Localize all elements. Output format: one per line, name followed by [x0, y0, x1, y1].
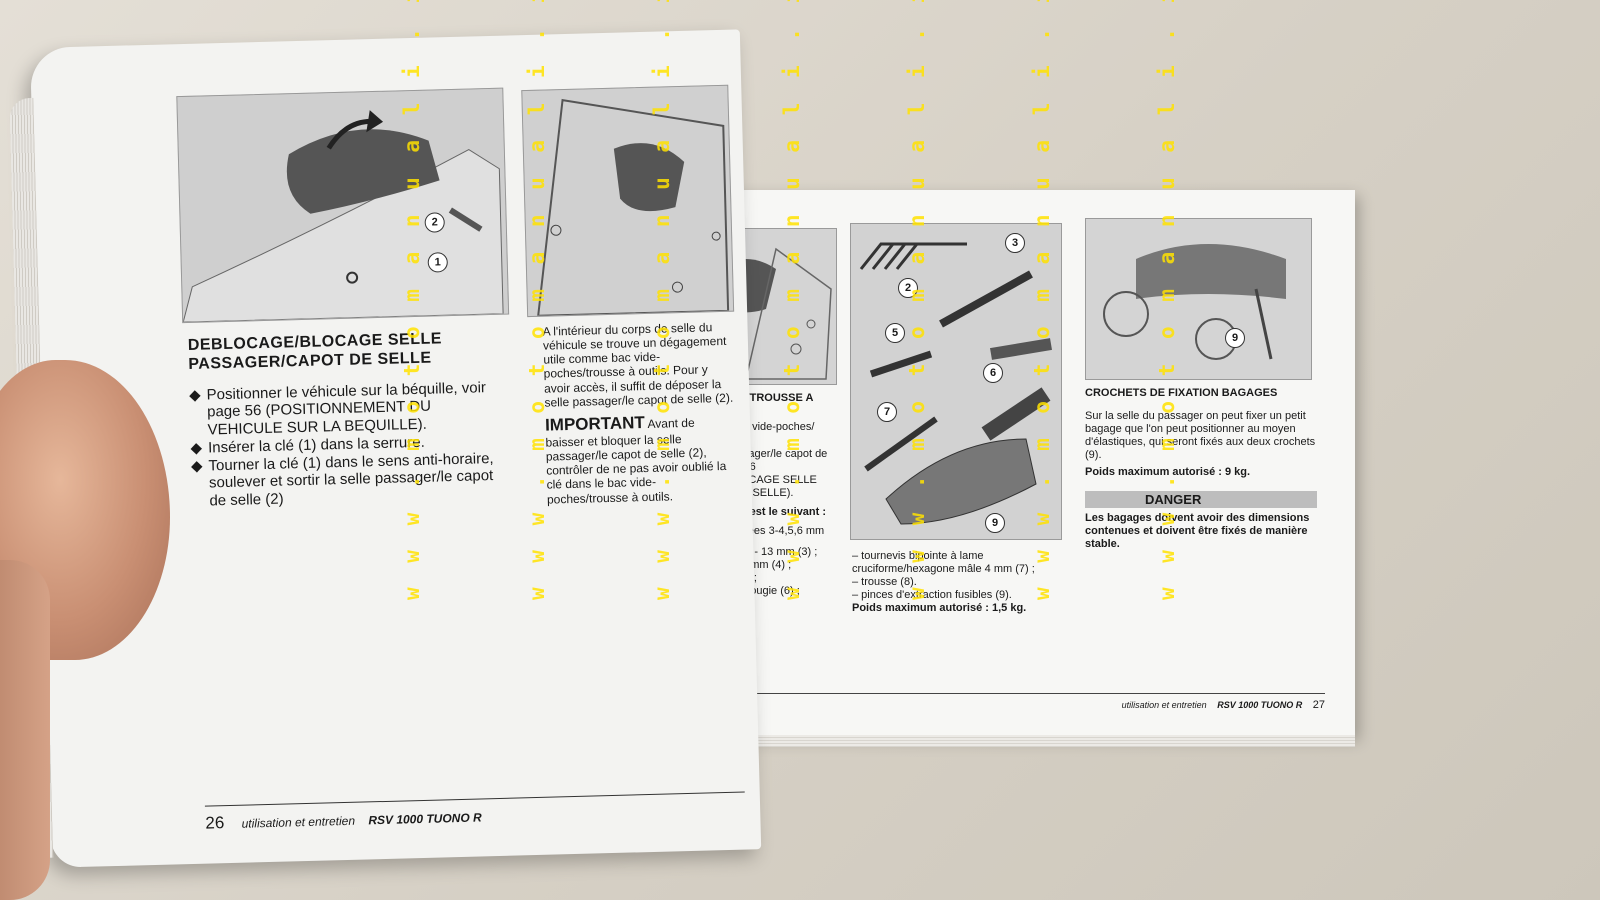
page-number-27: 27: [1312, 699, 1325, 711]
figure-luggage-hooks: [1085, 218, 1312, 380]
tool-callout-2: 2: [898, 278, 918, 298]
tool-list-item: – tournevis bipointe à lame cruciforme/h…: [852, 550, 1035, 575]
figure-toolkit: [850, 223, 1062, 540]
danger-title: DANGER: [1145, 491, 1202, 507]
seat-procedure: DEBLOCAGE/BLOCAGE SELLE PASSAGER/CAPOT D…: [188, 329, 512, 511]
watermark-text: w w w . m o t o m a n u a l i . i t: [1030, 0, 1054, 600]
important-note: IMPORTANT Avant de baisser et bloquer la…: [545, 411, 737, 507]
right-page-footer: utilisation et entretien RSV 1000 TUONO …: [730, 693, 1325, 711]
bullet-diamond-icon: ◆: [188, 386, 201, 404]
watermark-text: w w w . m o t o m a n u a l i . i t: [525, 0, 549, 600]
col2-text-block: – tournevis bipointe à lame cruciforme/h…: [852, 550, 1072, 615]
watermark-text: w w w . m o t o m a n u a l i . i t: [400, 0, 424, 600]
bullet-diamond-icon: ◆: [190, 457, 203, 475]
step-text: Tourner la clé (1) dans le sens anti-hor…: [208, 449, 494, 510]
col3-text-block: CROCHETS DE FIXATION BAGAGES Sur la sell…: [1085, 387, 1317, 551]
footer-model: RSV 1000 TUONO R: [1217, 700, 1303, 710]
important-title: IMPORTANT: [544, 412, 646, 435]
col3-body: Sur la selle du passager on peut fixer u…: [1085, 409, 1316, 461]
bullet-diamond-icon: ◆: [190, 439, 203, 457]
left-page-footer: 26 utilisation et entretien RSV 1000 TUO…: [205, 806, 482, 833]
figure-seat-unlock: [176, 87, 510, 324]
step-text: Positionner le véhicule sur la béquille,…: [206, 378, 487, 439]
col3-heading: CROCHETS DE FIXATION BAGAGES: [1085, 387, 1278, 399]
tool-callout-7: 7: [877, 402, 897, 422]
tool-callout-5: 5: [885, 323, 905, 343]
tool-callout-9: 9: [985, 513, 1005, 533]
footer-text: utilisation et entretien: [1121, 700, 1207, 710]
watermark-text: w w w . m o t o m a n u a l i . i t: [905, 0, 929, 600]
watermark-text: w w w . m o t o m a n u a l i . i t: [1155, 0, 1179, 600]
left-page: 2 1 DEBLOCAGE/BLOCAGE SELLE PASSAGER/CAP…: [9, 29, 762, 868]
holding-hand-palm: [0, 560, 50, 900]
watermark-text: w w w . m o t o m a n u a l i . i t: [650, 0, 674, 600]
tool-list-item: – pinces d'extraction fusibles (9).: [852, 588, 1012, 601]
step-item: ◆ Positionner le véhicule sur la béquill…: [189, 378, 510, 439]
luggage-max-weight: Poids maximum autorisé : 9 kg.: [1085, 465, 1251, 478]
hook-callout-9: 9: [1225, 328, 1245, 348]
compartment-text: A l'intérieur du corps de selle du véhic…: [542, 320, 737, 507]
compartment-intro: A l'intérieur du corps de selle du véhic…: [542, 320, 734, 410]
page-stack-edge: [700, 735, 1355, 747]
step-item: ◆ Tourner la clé (1) dans le sens anti-h…: [191, 449, 512, 510]
left-page-footer-rule: [204, 791, 745, 807]
toolkit-max-weight: Poids maximum autorisé : 1,5 kg.: [852, 601, 1027, 614]
danger-bar: DANGER: [1085, 490, 1317, 509]
section-heading: DEBLOCAGE/BLOCAGE SELLE PASSAGER/CAPOT D…: [187, 330, 443, 373]
footer-text: utilisation et entretien: [241, 813, 356, 831]
watermark-text: w w w . m o t o m a n u a l i . i t: [780, 0, 804, 600]
footer-model: RSV 1000 TUONO R: [368, 810, 482, 828]
tool-list-item: – trousse (8).: [852, 575, 917, 588]
tool-callout-3: 3: [1005, 233, 1025, 253]
danger-text: Les bagages doivent avoir des dimensions…: [1085, 512, 1310, 551]
figure-seat-compartment: [521, 84, 735, 318]
page-number-26: 26: [205, 813, 225, 833]
tool-callout-6: 6: [983, 363, 1003, 383]
